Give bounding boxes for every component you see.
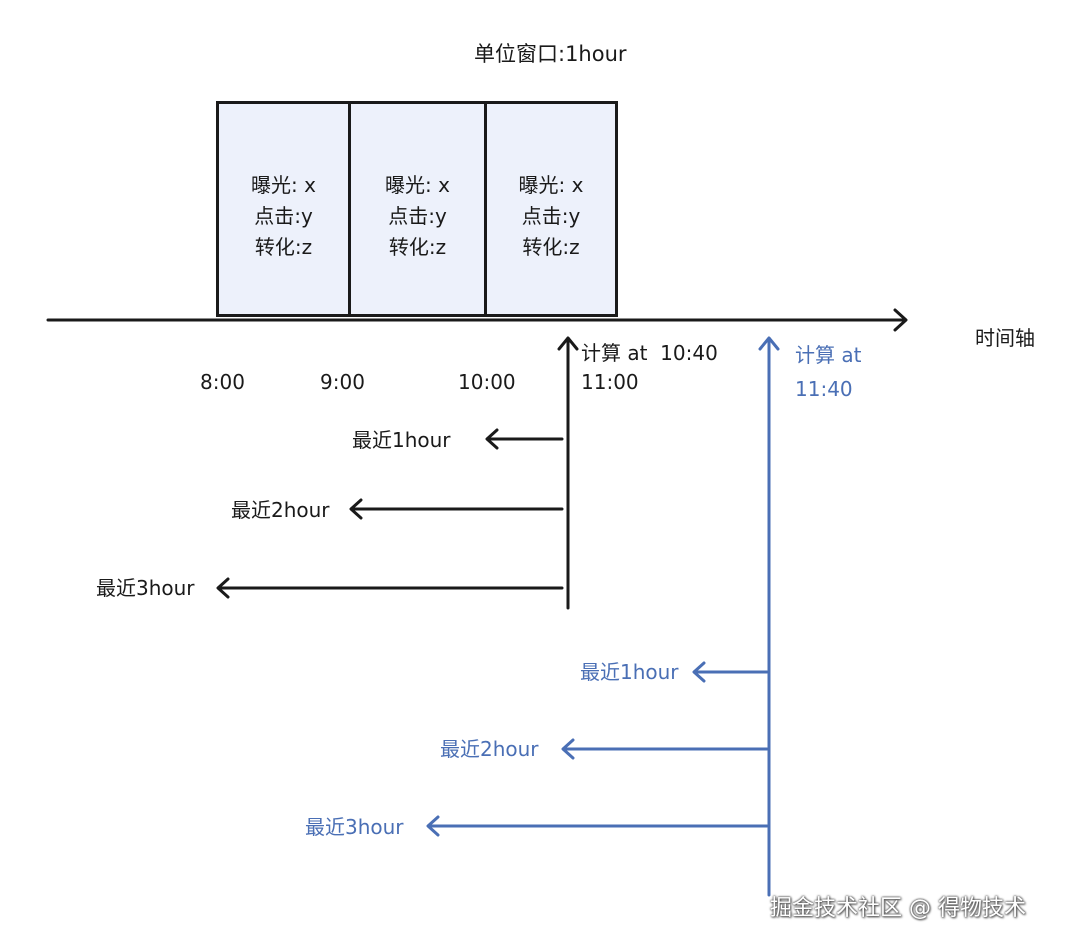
watermark: 掘金技术社区 @ 得物技术 — [770, 896, 1026, 921]
black-range-2-arrowhead — [349, 498, 363, 520]
diagram-title: 单位窗口:1hour — [474, 42, 627, 66]
exposure-label: 曝光: x — [518, 173, 584, 197]
compute-black-label: 计算 at 10:40 — [581, 341, 718, 365]
black-range-3-arrowhead — [216, 577, 230, 599]
conversion-label: 转化:z — [388, 235, 447, 259]
blue-range-2-label: 最近2hour — [440, 737, 539, 761]
blue-range-3-arrowhead — [426, 815, 440, 837]
time-axis-arrowhead — [893, 308, 908, 332]
compute-blue-marker-arrowhead — [758, 336, 780, 351]
black-range-3-label: 最近3hour — [96, 576, 195, 600]
click-label: 点击:y — [388, 204, 447, 228]
blue-range-3-label: 最近3hour — [305, 815, 404, 839]
tick-label-10: 10:00 — [458, 370, 516, 394]
blue-range-2-arrowhead — [561, 738, 575, 760]
window-box-2: 曝光: x 点击:y 转化:z — [348, 101, 487, 317]
window-box-3: 曝光: x 点击:y 转化:z — [484, 101, 618, 317]
conversion-label: 转化:z — [522, 235, 580, 259]
black-range-2-label: 最近2hour — [231, 498, 330, 522]
exposure-label: 曝光: x — [385, 173, 450, 197]
click-label: 点击:y — [254, 204, 313, 228]
tick-label-11: 11:00 — [581, 370, 639, 394]
compute-blue-label-line2: 11:40 — [795, 377, 853, 401]
time-axis-label: 时间轴 — [975, 326, 1035, 350]
tick-label-9: 9:00 — [320, 370, 365, 394]
black-range-1-arrowhead — [485, 428, 499, 450]
click-label: 点击:y — [521, 204, 581, 228]
tick-label-8: 8:00 — [200, 370, 245, 394]
blue-range-1-arrowhead — [692, 661, 706, 683]
compute-black-marker-arrowhead — [557, 336, 579, 351]
black-range-1-label: 最近1hour — [352, 428, 451, 452]
compute-blue-label-line1: 计算 at — [795, 343, 862, 367]
conversion-label: 转化:z — [254, 235, 313, 259]
blue-range-1-label: 最近1hour — [580, 660, 679, 684]
exposure-label: 曝光: x — [251, 173, 316, 197]
